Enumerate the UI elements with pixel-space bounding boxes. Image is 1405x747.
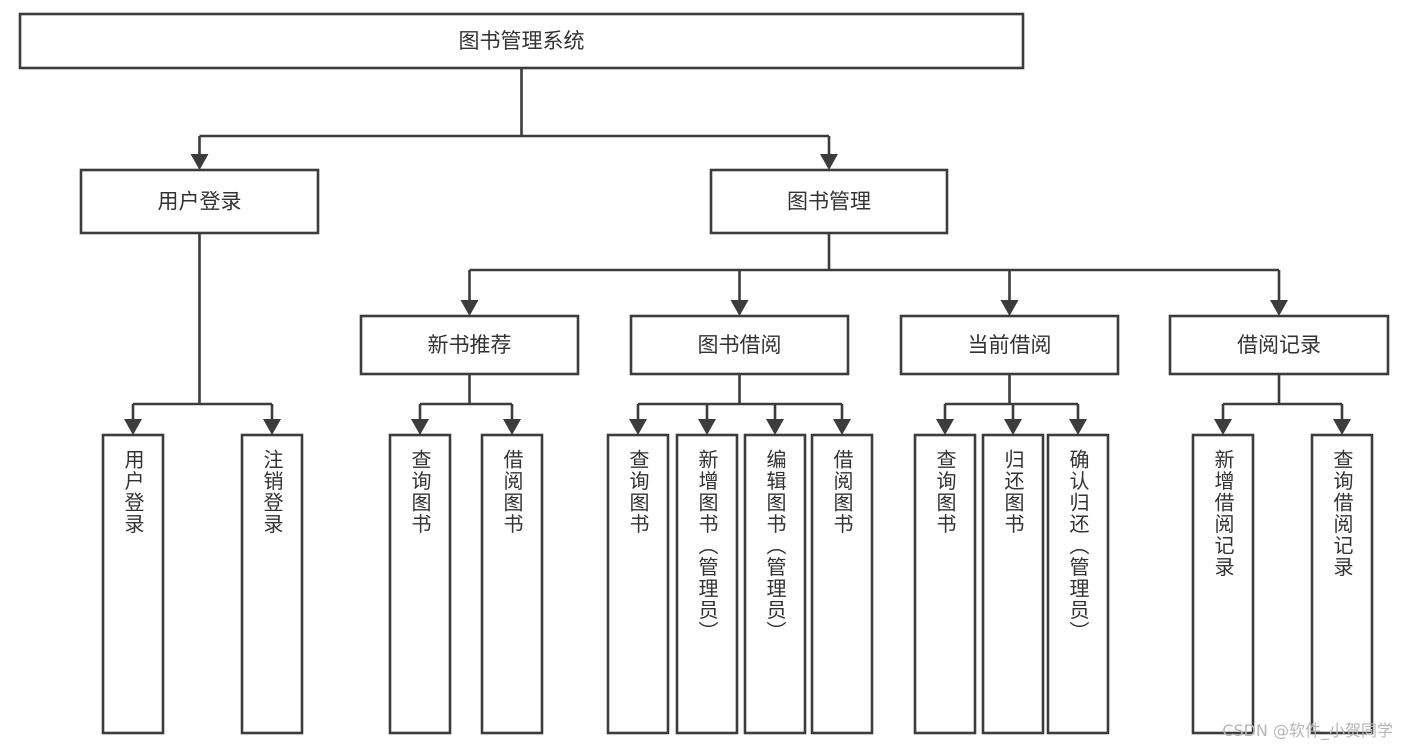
node-box-book-manage [709,168,949,235]
node-label-borrow-record: 借阅记录 [1237,333,1321,357]
arrow-head-icon [1333,419,1351,435]
arrow-head-icon [190,154,209,170]
arrow-head-icon [698,419,716,435]
node-box-book-borrow [629,314,850,376]
connectors-layer [124,68,1351,435]
arrow-head-icon [1214,419,1232,435]
node-box-leaf-user-login [101,433,165,735]
arrow-head-icon [730,300,749,316]
arrow-head-icon [460,300,479,316]
node-box-borrow-record [1168,314,1390,376]
arrow-head-icon [124,419,142,435]
node-label-current-borrow: 当前借阅 [968,333,1052,357]
node-box-leaf-borrow-book-1 [480,433,544,735]
node-box-leaf-add-book [675,433,739,735]
arrow-head-icon [503,419,521,435]
node-box-user-login [79,168,320,235]
arrow-head-icon [263,419,281,435]
node-box-leaf-logout [240,433,304,735]
arrow-head-icon [820,154,838,170]
arrow-head-icon [629,419,647,435]
node-label-book-borrow: 图书借阅 [698,333,782,357]
arrow-head-icon [766,419,784,435]
node-box-leaf-borrow-book-2 [810,433,874,735]
node-label-new-book-recommend: 新书推荐 [428,333,512,357]
node-box-leaf-add-record [1191,433,1255,735]
arrow-head-icon [1270,300,1288,316]
node-box-leaf-query-book-3 [913,433,977,735]
node-box-current-borrow [899,314,1120,376]
arrow-head-icon [1004,419,1022,435]
node-label-root: 图书管理系统 [459,29,585,53]
node-box-leaf-query-book-2 [606,433,670,735]
node-box-leaf-edit-book [743,433,807,735]
arrow-head-icon [1069,419,1087,435]
node-box-leaf-return-book [981,433,1045,735]
node-label-book-manage: 图书管理 [787,190,871,214]
arrow-head-icon [833,419,851,435]
node-label-user-login: 用户登录 [158,190,242,214]
arrow-head-icon [1000,300,1019,316]
node-box-leaf-query-book-1 [388,433,452,735]
node-box-leaf-query-record [1310,433,1374,735]
node-box-leaf-confirm-return [1046,433,1110,735]
node-box-new-book-recommend [359,314,580,376]
arrow-head-icon [411,419,429,435]
arrow-head-icon [936,419,954,435]
node-box-root [18,12,1025,70]
boxes-layer [18,12,1390,735]
